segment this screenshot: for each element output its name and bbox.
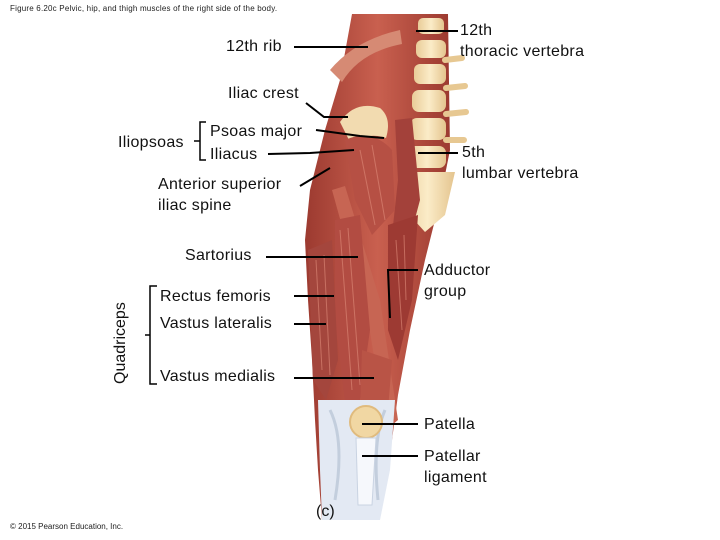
rectus-femoris-muscle [335, 215, 370, 402]
brackets [145, 121, 206, 385]
label-adductor-group: Adductor group [424, 262, 491, 300]
rib-12 [330, 30, 402, 82]
copyright-notice: © 2015 Pearson Education, Inc. [10, 522, 124, 531]
label-patella: Patella [424, 416, 476, 433]
figure-caption: Figure 6.20c Pelvic, hip, and thigh musc… [10, 4, 278, 13]
label-psoas-major: Psoas major [210, 123, 303, 140]
label-sartorius: Sartorius [185, 247, 252, 264]
iliac-crest-bone [340, 105, 388, 142]
label-iliac-crest: Iliac crest [228, 85, 299, 102]
patella-bone [349, 405, 383, 439]
vastus-lateralis-muscle [308, 240, 338, 400]
label-iliacus: Iliacus [210, 146, 258, 163]
iliacus-muscle [345, 135, 395, 235]
patellar-ligament-band [355, 437, 377, 506]
label-12th-rib: 12th rib [226, 38, 282, 55]
label-iliopsoas: Iliopsoas [118, 134, 184, 151]
panel-label: (c) [316, 503, 335, 520]
label-rectus-femoris: Rectus femoris [160, 288, 271, 305]
muscle-fibre-lines [315, 144, 407, 391]
label-anterior-superior-iliac-spine: Anterior superior iliac spine [158, 176, 282, 214]
label-patellar-ligament: Patellar ligament [424, 448, 487, 486]
label-vastus-lateralis: Vastus lateralis [160, 315, 273, 332]
leader-lines [266, 30, 458, 457]
psoas-major-muscle [392, 118, 420, 245]
vastus-medialis-muscle [360, 350, 392, 412]
label-5th-lumbar-vertebra: 5th lumbar vertebra [462, 144, 579, 182]
adductor-muscles [388, 215, 418, 360]
label-12th-thoracic-vertebra: 12th thoracic vertebra [460, 22, 585, 60]
label-quadriceps: Quadriceps [112, 302, 129, 384]
label-vastus-medialis: Vastus medialis [160, 368, 276, 385]
